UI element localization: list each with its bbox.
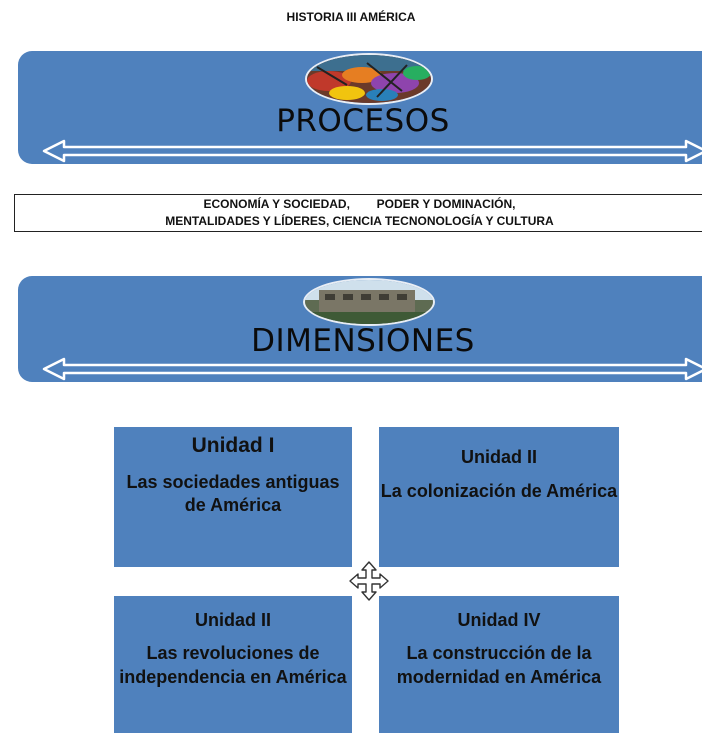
dimensions-list: ECONOMÍA Y SOCIEDAD, PODER Y DOMINACIÓN,… (14, 194, 702, 232)
double-arrow-icon (42, 357, 702, 381)
unit-description: La colonización de América (380, 481, 618, 501)
unit-title: Unidad II (461, 447, 537, 467)
handcrafts-photo (305, 53, 433, 105)
unit-title: Unidad I (191, 434, 275, 457)
ruins-photo (303, 278, 435, 326)
unit-description: La construcción de la modernidad en Amér… (396, 643, 602, 687)
unit-description: Las sociedades antiguas de América (126, 472, 340, 515)
unit-title: Unidad IV (457, 610, 541, 630)
procesos-banner: PROCESOS (18, 51, 702, 164)
unit-box-4: Unidad IV La construcción de la modernid… (379, 596, 619, 733)
unit-box-2: Unidad II La colonización de América (379, 427, 619, 567)
double-arrow-icon (42, 139, 702, 163)
dimensiones-banner: DIMENSIONES (18, 276, 702, 382)
dimensions-line-1: ECONOMÍA Y SOCIEDAD, PODER Y DOMINACIÓN, (203, 197, 516, 211)
page-title: HISTORIA III AMÉRICA (286, 10, 416, 24)
move-cross-icon[interactable] (348, 560, 390, 602)
dimensions-line-2: MENTALIDADES Y LÍDERES, CIENCIA TECNONOL… (165, 214, 554, 228)
unit-box-1: Unidad I Las sociedades antiguas de Amér… (114, 427, 352, 567)
unit-description: Las revoluciones de independencia en Amé… (119, 643, 347, 687)
procesos-label: PROCESOS (276, 103, 450, 139)
unit-title: Unidad II (195, 610, 271, 630)
dimensiones-label: DIMENSIONES (251, 323, 475, 359)
unit-box-3: Unidad II Las revoluciones de independen… (114, 596, 352, 733)
